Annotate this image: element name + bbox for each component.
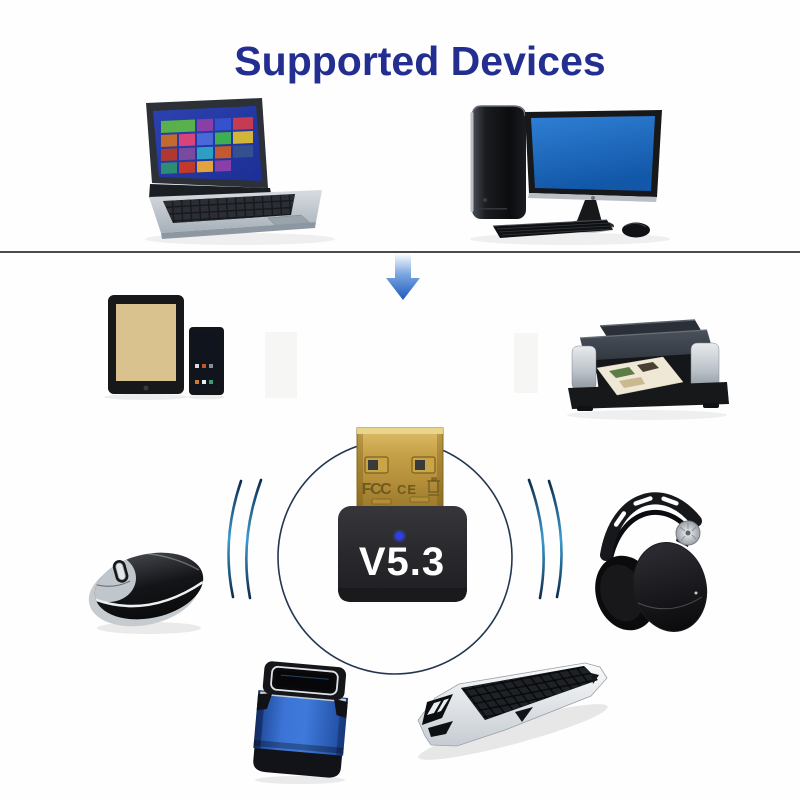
- tablet-and-phone: [104, 295, 224, 400]
- adapter-led: [395, 531, 404, 541]
- background-artifact: [265, 332, 297, 398]
- laptop-keyboard: [163, 194, 295, 223]
- background-artifact: [514, 333, 538, 393]
- down-arrow-icon: [386, 253, 420, 300]
- usb-bluetooth-adapter: FCC CE V5.3: [338, 427, 467, 602]
- mouse: [88, 552, 204, 634]
- laptop: [145, 98, 335, 245]
- pc-mouse: [622, 222, 650, 238]
- divider-line: [0, 251, 800, 253]
- speaker-body: [253, 690, 349, 756]
- fcc-mark: FCC: [362, 481, 392, 498]
- smartphone-screen: [191, 332, 222, 389]
- ce-mark: CE: [397, 482, 417, 497]
- keyboard-keys: [461, 666, 598, 720]
- adapter-body: [338, 506, 467, 602]
- monitor-screen: [531, 116, 655, 191]
- speaker: [253, 661, 349, 784]
- printer: [567, 319, 729, 420]
- tablet-home-button: [143, 385, 149, 391]
- printer-base: [568, 382, 729, 409]
- pc-tower: [472, 106, 526, 219]
- mouse-scroll-wheel: [115, 562, 126, 581]
- headphones: [595, 492, 708, 633]
- adapter-version-label: V5.3: [359, 540, 445, 584]
- printer-paper: [596, 356, 684, 396]
- tablet-screen: [116, 304, 176, 381]
- page-title: Supported Devices: [234, 38, 606, 84]
- keyboard: [417, 662, 608, 760]
- desktop-computer: [470, 105, 670, 245]
- headphones-ear-cup-front: [632, 541, 708, 633]
- monitor-stand: [575, 200, 603, 226]
- laptop-screen-tiles: [161, 116, 253, 174]
- weee-icon: [427, 477, 440, 496]
